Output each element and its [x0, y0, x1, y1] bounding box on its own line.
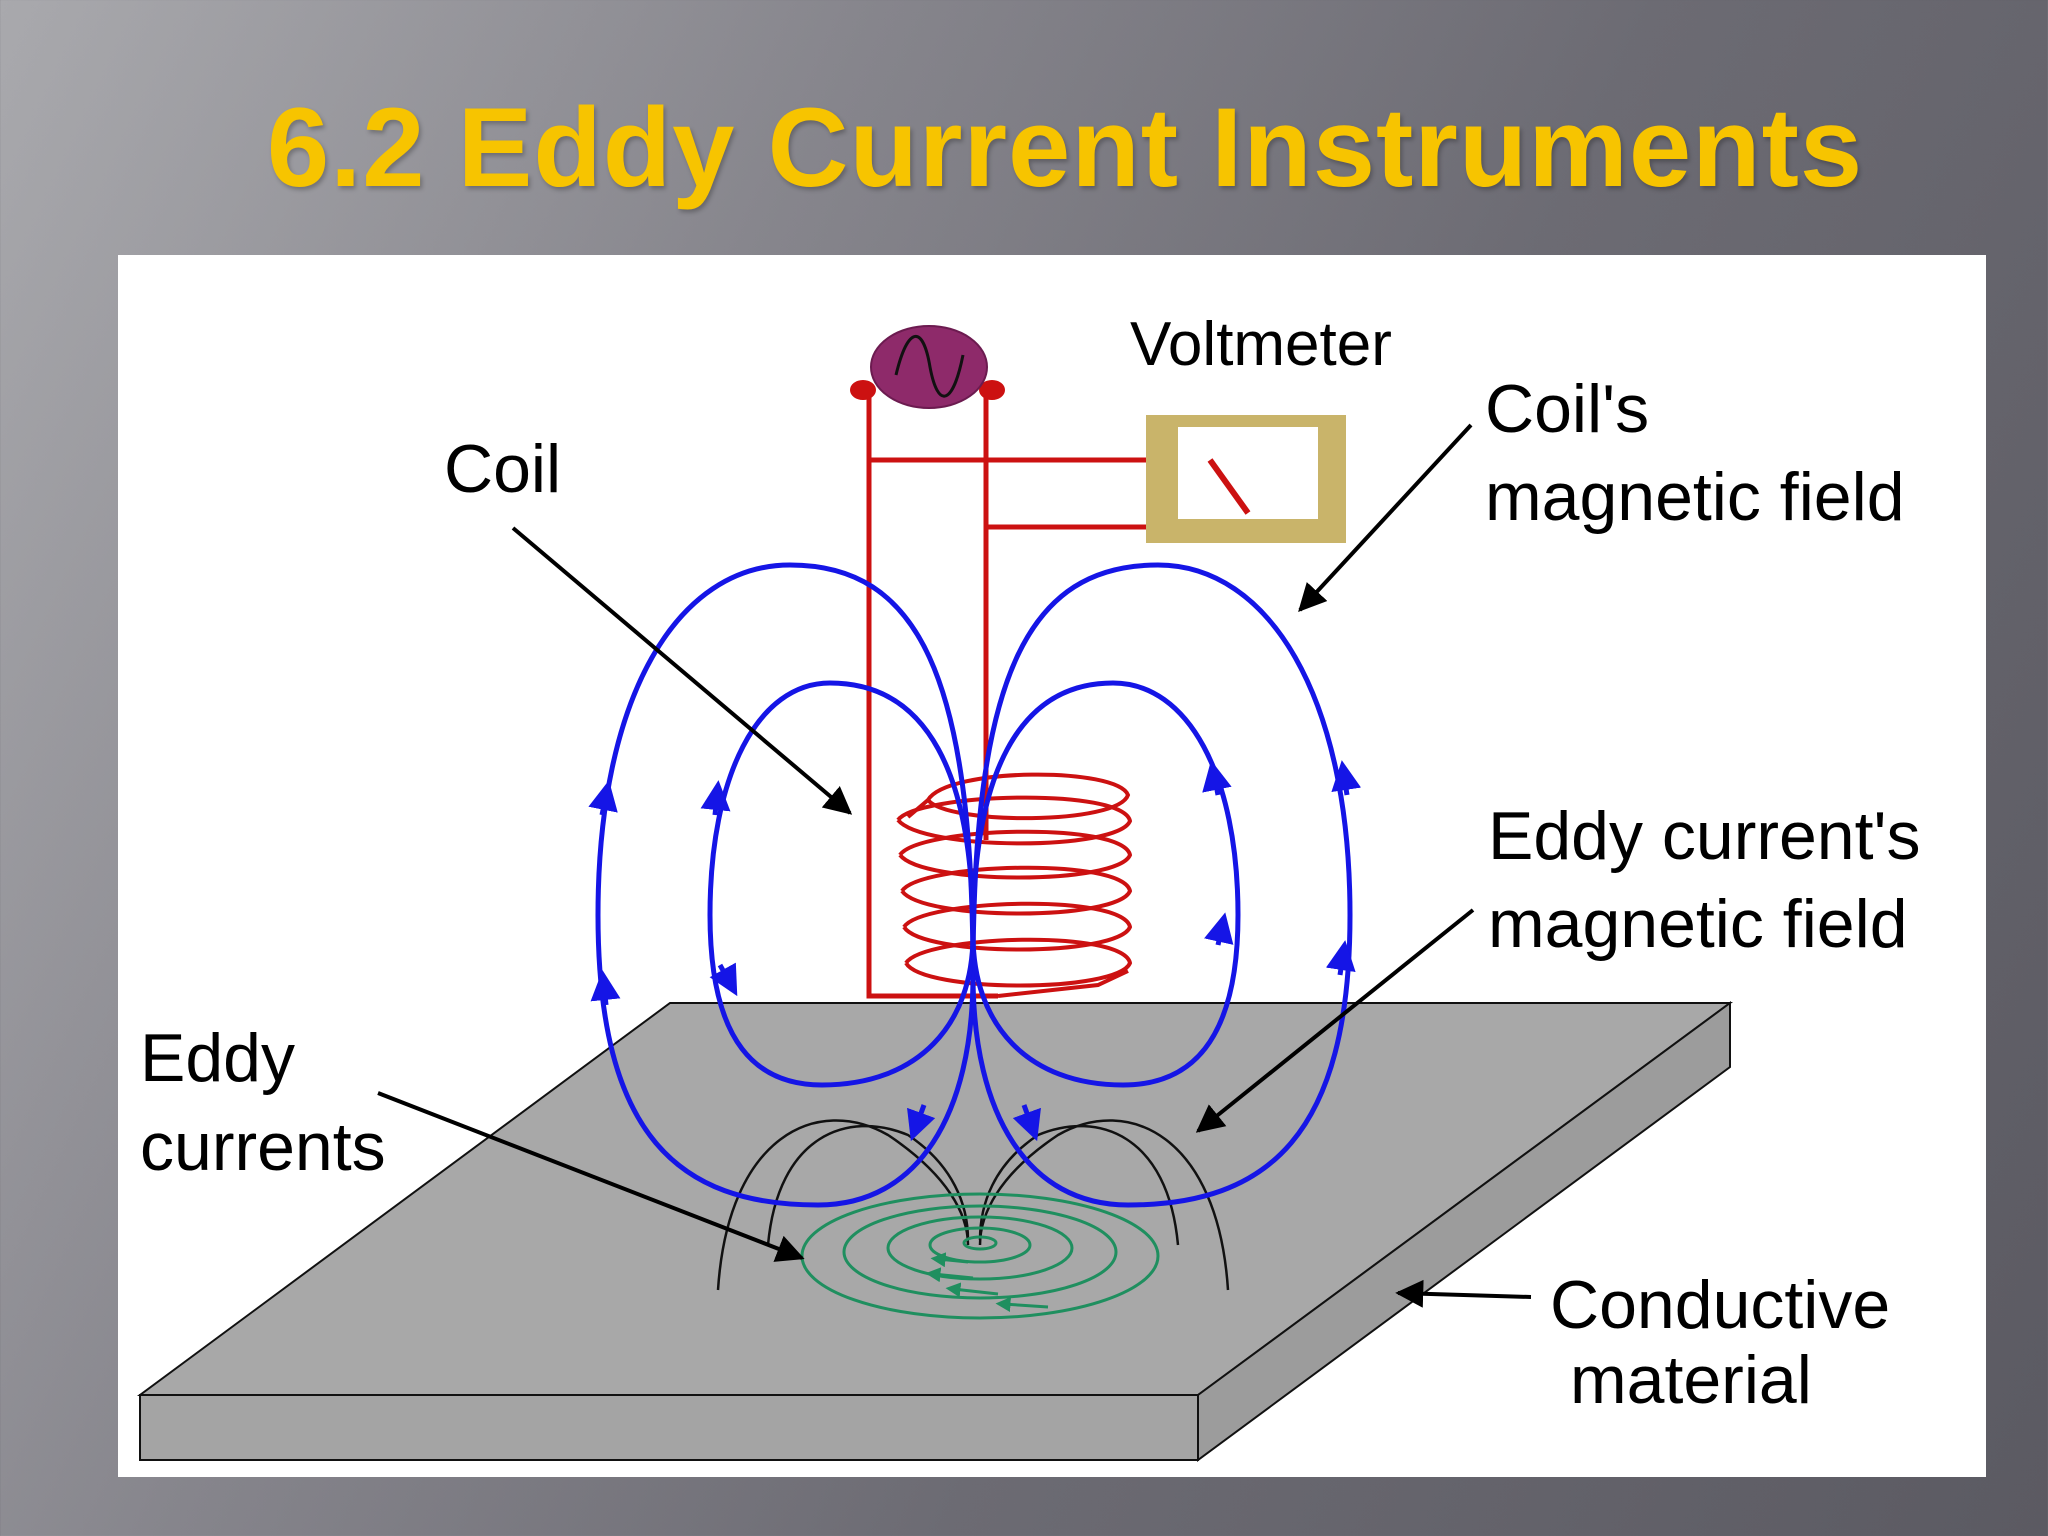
label-arrows [377, 423, 1532, 1308]
inner-right-loop [970, 680, 1241, 1088]
circuit-wires [866, 392, 1146, 999]
outer-left-loop [595, 562, 976, 1208]
eddy-current-diagram: Voltmeter Coil Coil's magnetic field Edd… [136, 310, 1921, 1462]
eddy-field-label-line2: magnetic field [1488, 886, 1908, 962]
conductive-arrow [1395, 1279, 1532, 1308]
eddy-currents-arrow [377, 1091, 805, 1262]
plate-front-face [139, 1394, 1199, 1461]
conductive-label-line1: Conductive [1550, 1267, 1890, 1343]
coil-label: Coil [444, 431, 561, 507]
left-wire [866, 392, 998, 999]
voltmeter-label: Voltmeter [1130, 310, 1392, 379]
conductive-label-line2: material [1570, 1342, 1812, 1418]
plate-side-face [1197, 1001, 1731, 1462]
eddy-field-arrow [1195, 908, 1475, 1133]
voltmeter-needle [1207, 458, 1251, 515]
outer-right-loop [970, 562, 1353, 1208]
eddy-currents-label-line1: Eddy [140, 1020, 295, 1096]
conductive-plate [136, 1001, 1734, 1462]
page-title: 6.2 Eddy Current Instruments [266, 85, 1864, 210]
inner-left-loop [707, 680, 976, 1088]
coil [896, 772, 1133, 998]
coil-field-lines [588, 562, 1362, 1208]
ac-source [850, 325, 1005, 409]
coils-field-label-line2: magnetic field [1485, 459, 1905, 535]
eddy-currents-label-line2: currents [140, 1109, 386, 1185]
sine-wave-icon [894, 335, 965, 398]
coils-field-arrow [1298, 423, 1473, 613]
coil-arrow [511, 526, 853, 815]
voltmeter [1146, 415, 1346, 543]
diagram-panel: Voltmeter Coil Coil's magnetic field Edd… [118, 255, 1986, 1477]
coils-field-label-line1: Coil's [1485, 371, 1649, 447]
eddy-field-label-line1: Eddy current's [1488, 798, 1921, 874]
